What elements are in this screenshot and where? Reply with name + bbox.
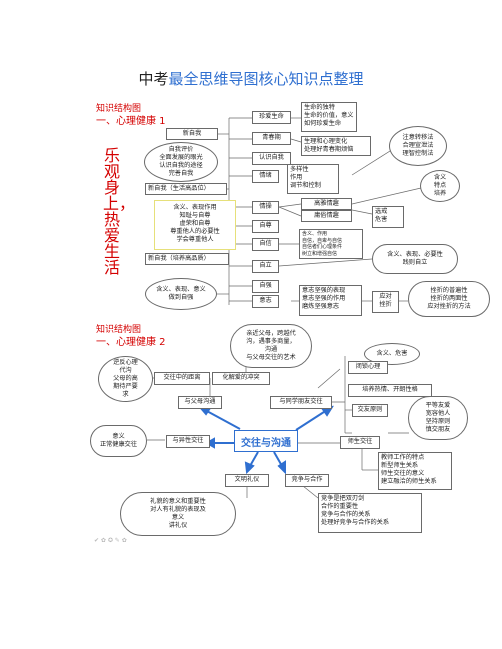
sent-oval: 含义 特点 培养 bbox=[420, 170, 460, 202]
meaning2-oval: 含义、表现、意义 做到自强 bbox=[145, 278, 217, 310]
youth-box: 青春期 bbox=[252, 132, 291, 145]
top-cloud: 亲近父母，跨越代 沟，遇事多商量， 沟通 与父母交往的艺术 bbox=[230, 324, 312, 368]
meaning-harm-oval: 含义、危害 bbox=[364, 343, 420, 365]
closed-box: 闭锁心理 bbox=[348, 361, 388, 374]
selfimprove-box: 自强 bbox=[252, 280, 279, 293]
low-sent-box: 庸俗情趣 bbox=[301, 210, 352, 222]
distance-box: 交往中的距离 bbox=[154, 372, 210, 385]
etiquette-cloud: 礼貌的意义和重要性 对人有礼貌的表现及 意义 讲礼仪 bbox=[120, 492, 236, 536]
cherish-box: 珍爱生命 bbox=[252, 111, 291, 124]
section2-heading: 一、心理健康 2 bbox=[96, 337, 166, 348]
opposite-cloud: 意义 正常健康交往 bbox=[90, 425, 147, 457]
new-self-box: 新自我 bbox=[166, 128, 218, 140]
setback-box: 应对 挫折 bbox=[372, 291, 399, 313]
principles-box: 交友原则 bbox=[352, 404, 388, 417]
sentiment-box: 情操 bbox=[252, 201, 279, 214]
self-eval-oval: 自我评价 全面发展的眼光 认识自我的途径 完善自我 bbox=[144, 142, 218, 182]
compete-items-box: 竞争是把双刃剑 合作的重要性 竞争与合作的关系 处理好竞争与合作的关系 bbox=[318, 493, 422, 533]
conf-items-box: 含义、作用 自信，自卑与自信 自信者们心理条件 树立和增强自信 bbox=[299, 229, 363, 259]
compete-box: 竞争与合作 bbox=[285, 474, 329, 487]
opposite-box: 与异性交往 bbox=[166, 435, 210, 448]
section1-label: 知识结构图 bbox=[96, 104, 142, 114]
section1-vertical-text: 乐观身上，热爱生活 bbox=[103, 146, 136, 277]
will-items-box: 意志坚强的表现 意志坚强的作用 磨炼坚强意志 bbox=[299, 285, 362, 316]
new-self-train-box: 新自我（培养高品质） bbox=[145, 253, 229, 265]
teacher-items-box: 教师工作的特点 新型师生关系 师生交往的意义 建立融洽的师生关系 bbox=[378, 452, 452, 490]
peer-box: 与同学朋友交往 bbox=[270, 396, 332, 409]
parents-oval: 逆反心理 代沟 父母的高 期待严要 求 bbox=[98, 356, 153, 402]
confidence-box: 自信 bbox=[252, 238, 279, 251]
emotion-box: 情绪 bbox=[252, 170, 279, 183]
parents-comm-box: 与父母沟通 bbox=[178, 396, 222, 409]
teacher-box: 师生交往 bbox=[340, 436, 380, 449]
emotion-items-box: 多样性 作用 调节和控制 bbox=[287, 164, 339, 194]
youth-items-box: 生理和心理变化 处理好青春期烦恼 bbox=[301, 136, 371, 156]
setback-items-oval: 挫折的普遍性 挫折的两面性 应对挫折的方法 bbox=[408, 281, 490, 317]
center-node: 交往与沟通 bbox=[234, 430, 298, 452]
esteem-box: 自尊 bbox=[252, 220, 279, 233]
section2-label: 知识结构图 bbox=[96, 325, 142, 335]
watermark: ✔ ✿ ✪ ✎ ✿ bbox=[94, 537, 127, 544]
high-sent-box: 高雅情趣 bbox=[301, 198, 352, 210]
resolve-box: 化解爱的冲突 bbox=[212, 372, 270, 385]
cheerful-box: 培养热情、开朗性格 bbox=[348, 384, 432, 397]
section1-heading: 一、心理健康 1 bbox=[96, 116, 166, 127]
friend-items-cloud: 平等友爱 宽容他人 坚持原则 慎交朋友 bbox=[408, 396, 468, 440]
independence-box: 自立 bbox=[252, 260, 279, 273]
know-self-box: 认识自我 bbox=[252, 152, 291, 165]
etiquette-box: 文明礼仪 bbox=[225, 474, 269, 487]
life-high-box: 新自我（生活高品位） bbox=[145, 183, 227, 195]
life-items-box: 生命的独特 生命的价值，意义 如何珍爱生命 bbox=[301, 102, 357, 132]
page-title: 中考最全思维导图核心知识点整理 bbox=[138, 70, 364, 88]
will-box: 意志 bbox=[252, 295, 279, 308]
meaning-box: 含义、表现作用 知耻与自尊 虚荣和自尊 尊重他人的必要性 学会尊重他人 bbox=[154, 200, 236, 250]
attention-oval: 注意转移法 合理宣泄法 理智控制法 bbox=[389, 126, 447, 166]
select-box: 选戒 危害 bbox=[372, 206, 404, 228]
indep-oval: 含义、表现、必要性 践则自立 bbox=[372, 244, 458, 274]
